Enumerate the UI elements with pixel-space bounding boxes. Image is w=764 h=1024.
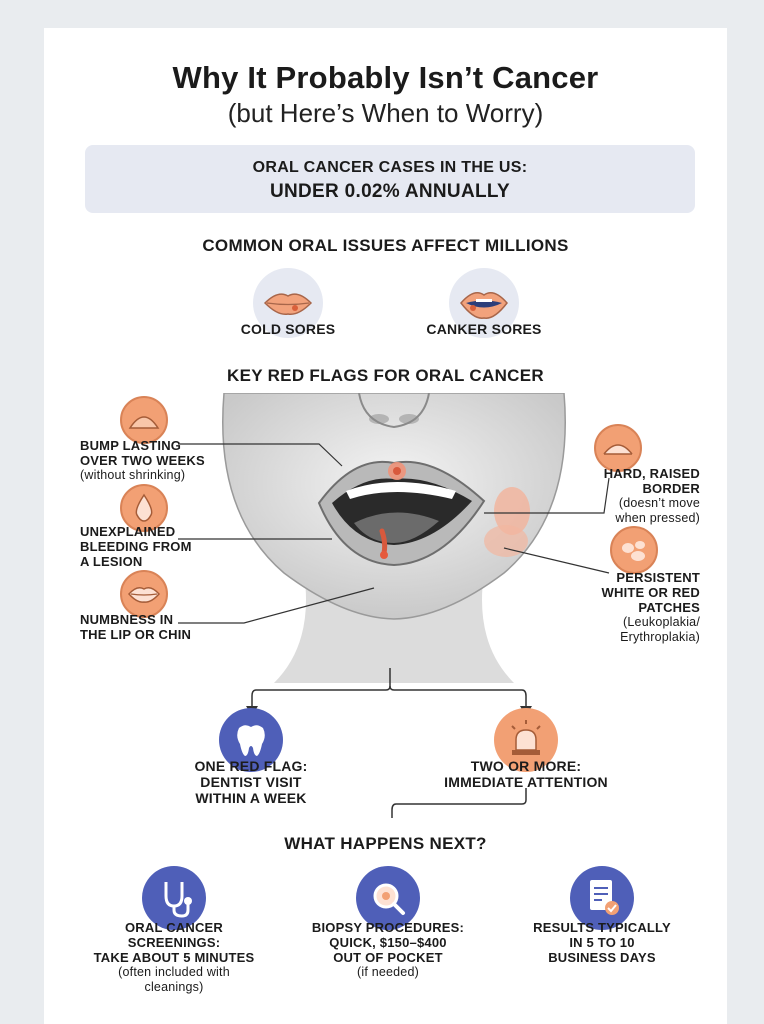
tooth-icon	[219, 708, 283, 772]
lips-icon	[120, 570, 168, 618]
red-flags-heading: KEY RED FLAGS FOR ORAL CANCER	[227, 366, 544, 385]
page-title: Why It Probably Isn’t Cancer	[172, 60, 599, 95]
flag-bump: BUMP LASTING OVER TWO WEEKS (without shr…	[80, 438, 205, 482]
next-steps-heading: WHAT HAPPENS NEXT?	[284, 834, 487, 853]
page-subtitle: (but Here’s When to Worry)	[227, 98, 544, 128]
decision-arrows	[246, 668, 532, 818]
two-flags-text: TWO OR MORE: IMMEDIATE ATTENTION	[444, 758, 608, 790]
stethoscope-icon	[142, 866, 206, 930]
cold-sores-label: COLD SORES	[240, 321, 336, 337]
magnifier-icon	[356, 866, 420, 930]
banner-line-1: ORAL CANCER CASES IN THE US:	[252, 159, 528, 176]
lip-cold-sore-icon	[253, 268, 323, 338]
raised-border-icon	[594, 424, 642, 472]
patches-icon	[610, 526, 658, 574]
bump-icon	[120, 396, 168, 444]
one-flag-text: ONE RED FLAG: DENTIST VISIT WITHIN A WEE…	[194, 758, 308, 806]
alarm-light-icon	[494, 708, 558, 772]
stat-banner: ORAL CANCER CASES IN THE US: UNDER 0.02%…	[85, 145, 695, 213]
blood-drop-icon	[120, 484, 168, 532]
results-text: RESULTS TYPICALLY IN 5 TO 10 BUSINESS DA…	[533, 920, 671, 965]
connector-lines	[178, 443, 610, 624]
report-icon	[570, 866, 634, 930]
face-illustration	[222, 393, 566, 683]
flag-numbness: NUMBNESS IN THE LIP OR CHIN	[80, 612, 192, 642]
flag-bleeding: UNEXPLAINED BLEEDING FROM A LESION	[80, 524, 192, 569]
canker-sores-label: CANKER SORES	[426, 321, 542, 337]
screening-text: ORAL CANCER SCREENINGS: TAKE ABOUT 5 MIN…	[93, 920, 255, 994]
flag-patches: PERSISTENT WHITE OR RED PATCHES (Leukopl…	[601, 570, 700, 644]
banner-line-2: UNDER 0.02% ANNUALLY	[269, 181, 511, 202]
common-issues-heading: COMMON ORAL ISSUES AFFECT MILLIONS	[202, 236, 569, 255]
mouth-canker-sore-icon	[449, 268, 519, 338]
biopsy-text: BIOPSY PROCEDURES: QUICK, $150–$400 OUT …	[311, 920, 465, 979]
infographic-card: Why It Probably Isn’t Cancer (but Here’s…	[44, 28, 727, 1024]
flag-raised-border: HARD, RAISED BORDER (doesn’t move when p…	[603, 466, 700, 525]
